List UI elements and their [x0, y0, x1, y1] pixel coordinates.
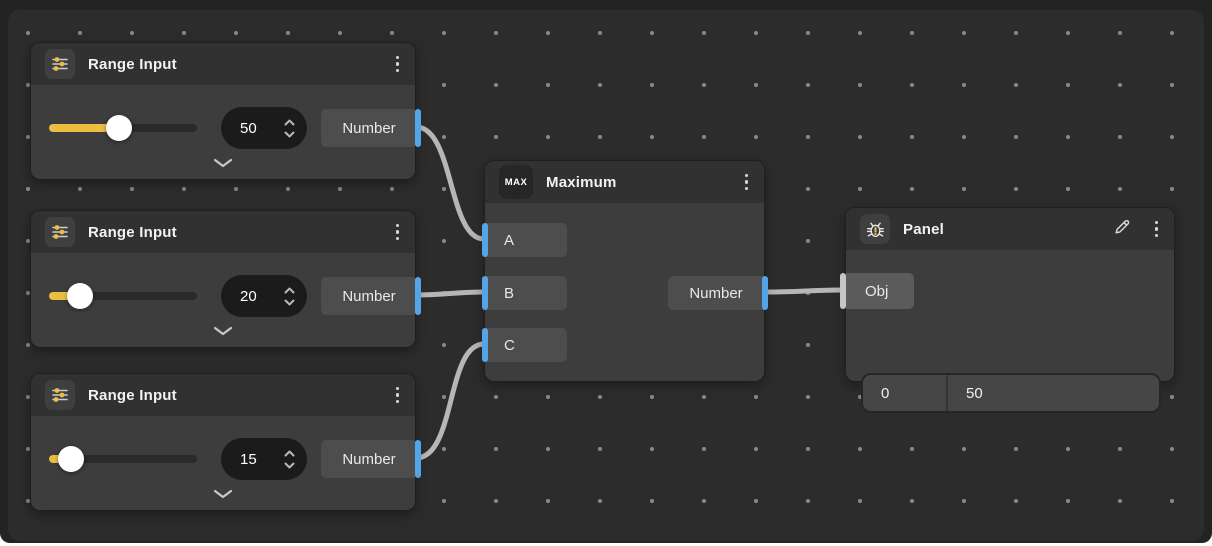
stepper-value: 20 [240, 287, 257, 305]
slider-knob[interactable] [67, 283, 94, 309]
number-stepper[interactable]: 15 [221, 438, 307, 480]
stepper-value: 15 [240, 450, 257, 468]
node-header[interactable]: Panel [846, 208, 1174, 250]
port-connector[interactable] [482, 328, 488, 362]
node-title: Panel [903, 220, 945, 238]
port-connector[interactable] [482, 223, 488, 257]
kebab-menu-icon[interactable] [743, 170, 751, 195]
node-header[interactable]: Range Input [31, 211, 415, 253]
port-connector[interactable] [415, 277, 421, 315]
port-connector[interactable] [415, 109, 421, 147]
chevron-down-icon [284, 462, 295, 468]
maximum-node[interactable]: MAX Maximum A B C Number [482, 160, 768, 382]
kebab-menu-icon[interactable] [1153, 217, 1161, 242]
slider-knob[interactable] [105, 115, 132, 141]
slider-fill [49, 446, 85, 472]
port-label: Number [342, 450, 396, 468]
bug-icon [860, 214, 890, 244]
node-body: 15 Number [31, 416, 421, 510]
range-slider[interactable] [49, 446, 197, 472]
output-port-number[interactable]: Number [668, 276, 768, 310]
port-connector[interactable] [415, 440, 421, 478]
wire-range2-to-b [413, 289, 487, 298]
chevron-down-icon [284, 299, 295, 305]
kebab-menu-icon[interactable] [394, 220, 402, 245]
wire-max-to-obj [762, 287, 848, 295]
sliders-icon [45, 217, 75, 247]
kebab-menu-icon[interactable] [394, 52, 402, 77]
panel-node[interactable]: Panel Obj 0 50 [840, 207, 1175, 413]
port-connector[interactable] [840, 273, 846, 309]
stepper-arrows[interactable] [284, 119, 295, 138]
node-body: 20 Number [31, 253, 421, 347]
node-header[interactable]: MAX Maximum [485, 161, 764, 203]
chevron-up-icon [284, 450, 295, 456]
node-header[interactable]: Range Input [31, 374, 415, 416]
port-label: Number [342, 119, 396, 137]
port-connector[interactable] [762, 276, 768, 310]
node-canvas[interactable]: Range Input 50 Number [8, 10, 1204, 541]
node-header[interactable]: Range Input [31, 43, 415, 85]
max-badge-icon: MAX [499, 165, 533, 199]
edit-pencil-icon[interactable] [1113, 218, 1131, 241]
sliders-icon [45, 380, 75, 410]
node-body: A B C Number [482, 203, 768, 381]
chevron-up-icon [284, 119, 295, 125]
range-input-node-2[interactable]: Range Input 20 Number [30, 210, 421, 348]
table-cell-index[interactable]: 0 [863, 375, 948, 411]
stepper-value: 50 [240, 119, 257, 137]
stepper-arrows[interactable] [284, 450, 295, 469]
port-label: C [504, 336, 515, 354]
range-input-node-1[interactable]: Range Input 50 Number [30, 42, 421, 180]
slider-fill [49, 115, 132, 141]
expand-chevron-icon[interactable] [207, 152, 239, 176]
port-label: Obj [865, 282, 889, 300]
port-label: A [504, 231, 515, 249]
stepper-arrows[interactable] [284, 287, 295, 306]
wire-range1-to-a [413, 124, 487, 242]
input-port-b[interactable]: B [482, 276, 567, 310]
table-cell-value[interactable]: 50 [966, 384, 983, 402]
node-title: Maximum [546, 173, 617, 191]
output-port-number[interactable]: Number [321, 109, 421, 147]
input-port-obj[interactable]: Obj [840, 273, 914, 309]
range-slider[interactable] [49, 115, 197, 141]
chevron-up-icon [284, 287, 295, 293]
node-body: Obj 0 50 [840, 250, 1174, 413]
wire-range3-to-c [413, 341, 487, 461]
slider-knob[interactable] [58, 446, 85, 472]
node-body: 50 Number [31, 85, 421, 179]
node-title: Range Input [88, 386, 177, 404]
port-label: B [504, 284, 515, 302]
number-stepper[interactable]: 20 [221, 275, 307, 317]
slider-fill [49, 283, 94, 309]
node-title: Range Input [88, 223, 177, 241]
number-stepper[interactable]: 50 [221, 107, 307, 149]
port-label: Number [342, 287, 396, 305]
node-title: Range Input [88, 55, 177, 73]
expand-chevron-icon[interactable] [207, 320, 239, 344]
sliders-icon [45, 49, 75, 79]
kebab-menu-icon[interactable] [394, 383, 402, 408]
chevron-down-icon [284, 131, 295, 137]
port-connector[interactable] [482, 276, 488, 310]
input-port-c[interactable]: C [482, 328, 567, 362]
expand-chevron-icon[interactable] [207, 483, 239, 507]
range-input-node-3[interactable]: Range Input 15 Number [30, 373, 421, 511]
input-port-a[interactable]: A [482, 223, 567, 257]
range-slider[interactable] [49, 283, 197, 309]
panel-value-table: 0 50 [861, 373, 1161, 413]
port-label: Number [689, 284, 743, 302]
output-port-number[interactable]: Number [321, 440, 421, 478]
output-port-number[interactable]: Number [321, 277, 421, 315]
